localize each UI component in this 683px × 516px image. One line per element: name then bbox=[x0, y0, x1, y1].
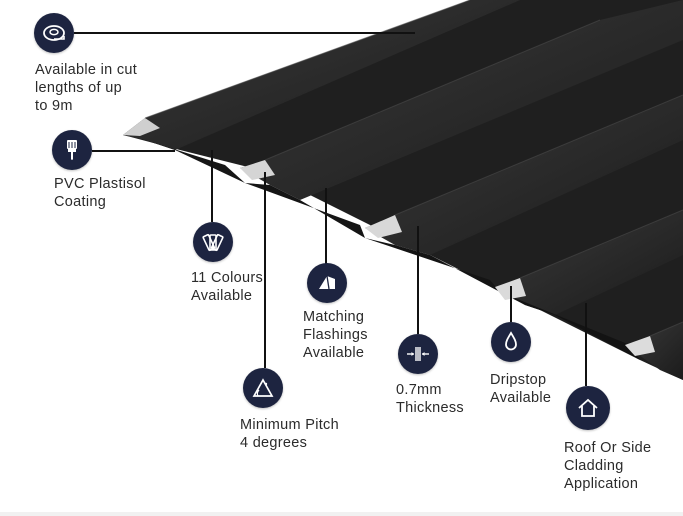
label-line: Dripstop bbox=[490, 372, 547, 388]
pvc-coating-label: PVC Plastisol Coating bbox=[54, 175, 146, 211]
label-line: to 9m bbox=[35, 98, 73, 114]
application-badge bbox=[566, 386, 610, 430]
sheet-edge bbox=[240, 160, 275, 180]
sheet-edge bbox=[625, 336, 655, 356]
label-line: Application bbox=[564, 476, 639, 492]
house-icon bbox=[578, 398, 598, 417]
label-line: 0.7mm bbox=[396, 382, 442, 398]
application-label: Roof Or Side Cladding Application bbox=[564, 439, 651, 493]
label-line: Minimum Pitch bbox=[240, 417, 339, 433]
flashings-badge bbox=[307, 263, 347, 303]
colours-label: 11 Colours Available bbox=[191, 269, 263, 305]
sheet-rib bbox=[365, 95, 683, 255]
sheet-rib bbox=[240, 0, 683, 200]
sheet-edge bbox=[123, 118, 160, 136]
label-line: 4 degrees bbox=[240, 435, 308, 451]
label-line: 11 Colours bbox=[191, 270, 264, 286]
dripstop-badge bbox=[491, 322, 531, 362]
tape-measure-icon bbox=[43, 25, 65, 41]
thickness-label: 0.7mm Thickness bbox=[396, 381, 464, 417]
bottom-divider bbox=[0, 512, 683, 516]
pitch-label: Minimum Pitch 4 degrees bbox=[240, 416, 339, 452]
paint-brush-icon bbox=[67, 140, 77, 160]
sheet-edge bbox=[365, 215, 402, 238]
dripstop-label: Dripstop Available bbox=[490, 371, 551, 407]
sheet-rib bbox=[123, 0, 520, 150]
label-line: Available in cut bbox=[35, 62, 138, 78]
label-line: lengths of up bbox=[35, 80, 122, 96]
label-line: Flashings bbox=[303, 327, 368, 343]
flashing-icon bbox=[319, 275, 335, 290]
label-line: Roof Or Side bbox=[564, 440, 652, 456]
label-line: PVC Plastisol bbox=[54, 176, 146, 192]
cut-lengths-label: Available in cut lengths of up to 9m bbox=[35, 61, 137, 115]
label-line: Available bbox=[303, 345, 365, 361]
flashings-label: Matching Flashings Available bbox=[303, 308, 368, 362]
label-line: Available bbox=[490, 390, 552, 406]
water-drop-icon bbox=[505, 331, 517, 351]
pvc-coating-badge bbox=[52, 130, 92, 170]
thickness-badge bbox=[398, 334, 438, 374]
thickness-icon bbox=[407, 347, 429, 361]
colour-swatch-icon bbox=[202, 234, 224, 252]
label-line: Cladding bbox=[564, 458, 624, 474]
colours-badge bbox=[193, 222, 233, 262]
sheet-rib bbox=[495, 210, 683, 315]
cut-lengths-badge bbox=[34, 13, 74, 53]
label-line: Thickness bbox=[396, 400, 464, 416]
pitch-angle-icon bbox=[252, 378, 274, 397]
label-line: Coating bbox=[54, 194, 107, 210]
leader-lines bbox=[74, 32, 587, 386]
sheet-trough bbox=[500, 292, 640, 360]
label-line: Matching bbox=[303, 309, 365, 325]
label-line: Available bbox=[191, 288, 253, 304]
pitch-badge bbox=[243, 368, 283, 408]
